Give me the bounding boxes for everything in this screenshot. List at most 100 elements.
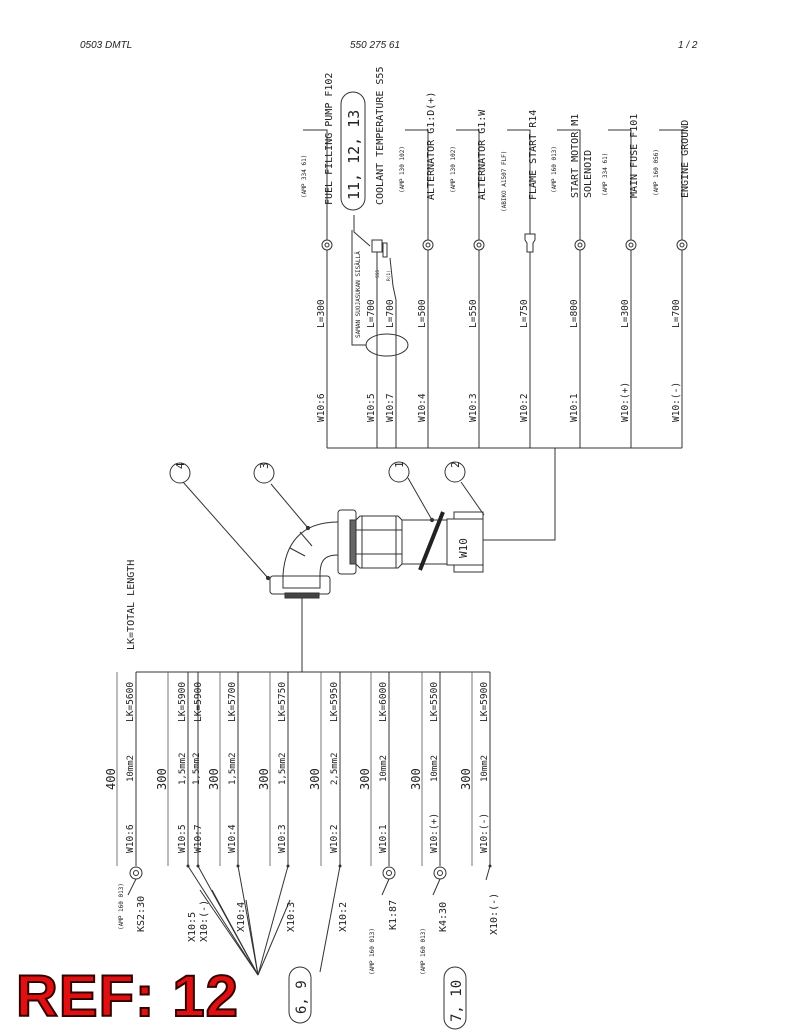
- upper-wire: W10:(+) L=300 (AMP 334 61) MAIN FUSE F10…: [602, 114, 640, 448]
- wire-destination: FUEL FILLING PUMP F102: [324, 73, 335, 205]
- part-callout-number: 2: [449, 461, 462, 468]
- lower-wire-total-length: LK=5900: [193, 682, 204, 722]
- harness-connector-label: W10: [457, 538, 470, 558]
- lower-wire-section: 10mm2: [430, 755, 440, 782]
- terminal-connector-code: (AMP 160 013): [420, 928, 427, 975]
- wire-destination: MAIN FUSE F101: [629, 114, 640, 198]
- retaining-clip: [418, 511, 445, 571]
- spacing-dimension: 300: [409, 768, 423, 790]
- lower-wire-section: 10mm2: [126, 755, 136, 782]
- wire-destination: ALTERNATOR G1:D(+): [426, 92, 437, 200]
- total-length-note: LK=TOTAL LENGTH: [126, 560, 137, 650]
- spacing-dimension: 300: [257, 768, 271, 790]
- reference-bubble-text: 6, 9: [294, 980, 310, 1014]
- reference-stamp: REF: 12: [15, 964, 239, 1029]
- spacing-dimension: 300: [358, 768, 372, 790]
- lower-wire-total-length: LK=5600: [125, 682, 136, 722]
- ring-terminal: [382, 866, 396, 880]
- lower-wire-total-length: LK=5750: [277, 682, 288, 722]
- wire-id: W10:(+): [620, 382, 631, 422]
- part-callout: [444, 461, 466, 483]
- wire-destination: ENGINE GROUND: [680, 120, 691, 198]
- connector-code: (AMP 130 102): [450, 146, 457, 193]
- terminal-label: X10:3: [286, 902, 297, 932]
- sensor-connector: [371, 239, 383, 253]
- reference-bubble-text: 7, 10: [449, 980, 465, 1022]
- wire-destination: ALTERNATOR G1:W: [477, 109, 488, 200]
- terminal-label: K1:87: [388, 900, 399, 930]
- reference-bubble: [288, 966, 312, 1024]
- part-callout: [169, 462, 191, 484]
- wire-length: L=300: [316, 299, 327, 328]
- spacing-dimension: 300: [207, 768, 221, 790]
- ring-terminal: [129, 866, 143, 880]
- sensor-pin-label: S55: [375, 270, 381, 278]
- lower-wire-section: 1,5mm2: [228, 752, 238, 785]
- lower-wire-section: 1,5mm2: [178, 752, 188, 785]
- upper-wire: W10:3 L=550 (AMP 130 102) ALTERNATOR G1:…: [450, 109, 488, 448]
- connector-code: (AMP 334 61): [602, 153, 609, 196]
- lower-wire-id: W10:1: [378, 824, 389, 853]
- part-callout: [253, 462, 275, 484]
- lower-wire-id: W10:4: [227, 824, 238, 853]
- upper-wire: W10:6 L=300 (AMP 334 61) FUEL FILLING PU…: [301, 73, 335, 448]
- reference-bubble: [340, 91, 366, 211]
- wire-destination-line2: SOLENOID: [583, 150, 594, 198]
- wire-destination: START MOTOR M1: [570, 114, 581, 198]
- lower-wire-section: 2,5mm2: [330, 752, 340, 785]
- upper-wire-fan: W10:6 L=300 (AMP 334 61) FUEL FILLING PU…: [301, 67, 691, 541]
- header-page-number: 1 / 2: [678, 40, 698, 51]
- upper-wire: W10:(-) L=700 (AMP 160 056) ENGINE GROUN…: [653, 120, 691, 448]
- part-callout: [388, 461, 410, 483]
- wire-length: L=700: [671, 299, 682, 328]
- upper-wire: W10:2 L=750 (ABIKO A1507 FLF) FLAME STAR…: [501, 110, 539, 448]
- connector-code: (AMP 160 013): [551, 146, 558, 193]
- connector-code: (AMP 334 61): [301, 155, 308, 198]
- terminal-label: KS2:30: [136, 896, 147, 932]
- header-part-number: 550 275 61: [350, 40, 401, 51]
- wire-id: W10:4: [417, 393, 428, 422]
- wire-id: W10:(-): [671, 382, 682, 422]
- spacing-dimension: 300: [155, 768, 169, 790]
- wire-length: L=750: [519, 299, 530, 328]
- lower-wire-total-length: LK=5900: [479, 682, 490, 722]
- part-callout-number: 1: [393, 461, 406, 468]
- terminal-label: X10:2: [338, 902, 349, 932]
- sensor-splice-ellipse: [365, 333, 409, 357]
- connector-code: (AMP 130 102): [399, 146, 406, 193]
- reference-bubble: [443, 966, 467, 1030]
- connector-code: (AMP 160 056): [653, 149, 660, 196]
- hex-nut: [355, 515, 403, 569]
- wire-id: W10:3: [468, 393, 479, 422]
- lower-wire-section: 1,5mm2: [192, 752, 202, 785]
- header-document-code: 0503 DMTL: [80, 40, 133, 51]
- lower-wire-id: W10:3: [277, 824, 288, 853]
- terminal-label: X10:(-): [199, 900, 210, 942]
- terminal-connector-code: (AMP 160 013): [118, 883, 125, 930]
- wire-length: L=700: [385, 299, 396, 328]
- wire-id: W10:1: [569, 393, 580, 422]
- spacing-dimension: 300: [308, 768, 322, 790]
- part-callout-number: 3: [258, 462, 271, 469]
- lower-wire-section: 10mm2: [480, 755, 490, 782]
- reference-bubble-text: 11, 12, 13: [345, 110, 363, 200]
- upper-wire: W10:7 L=700: [385, 257, 397, 448]
- wire-length: L=800: [569, 299, 580, 328]
- upper-wire: W10:4 L=500 (AMP 130 102) ALTERNATOR G1:…: [399, 92, 437, 448]
- lower-wire-id: W10:6: [125, 824, 136, 853]
- wire-id: W10:7: [385, 393, 396, 422]
- terminal-label: X10:4: [236, 902, 247, 932]
- wire-length: L=700: [366, 299, 377, 328]
- lower-wire-fan: 400 300 300 300 300 300 300 300 W10:6 10…: [104, 671, 500, 1030]
- terminal-connector-code: (AMP 160 013): [369, 928, 376, 975]
- upper-wire: W10:1 L=800 (AMP 160 013) START MOTOR M1…: [551, 114, 594, 448]
- lower-wire-id: W10:(+): [429, 813, 440, 853]
- part-callout-number: 4: [174, 462, 187, 469]
- wire-destination: FLAME START R14: [528, 110, 539, 200]
- lower-wire-section: 1,5mm2: [278, 752, 288, 785]
- sensor-note: SAMAN SUOJASUKAN SISÄLLÄ: [355, 251, 362, 338]
- lower-wire-id: W10:5: [177, 824, 188, 853]
- lower-wire-total-length: LK=5700: [227, 682, 238, 722]
- lower-wire-id: W10:(-): [479, 813, 490, 853]
